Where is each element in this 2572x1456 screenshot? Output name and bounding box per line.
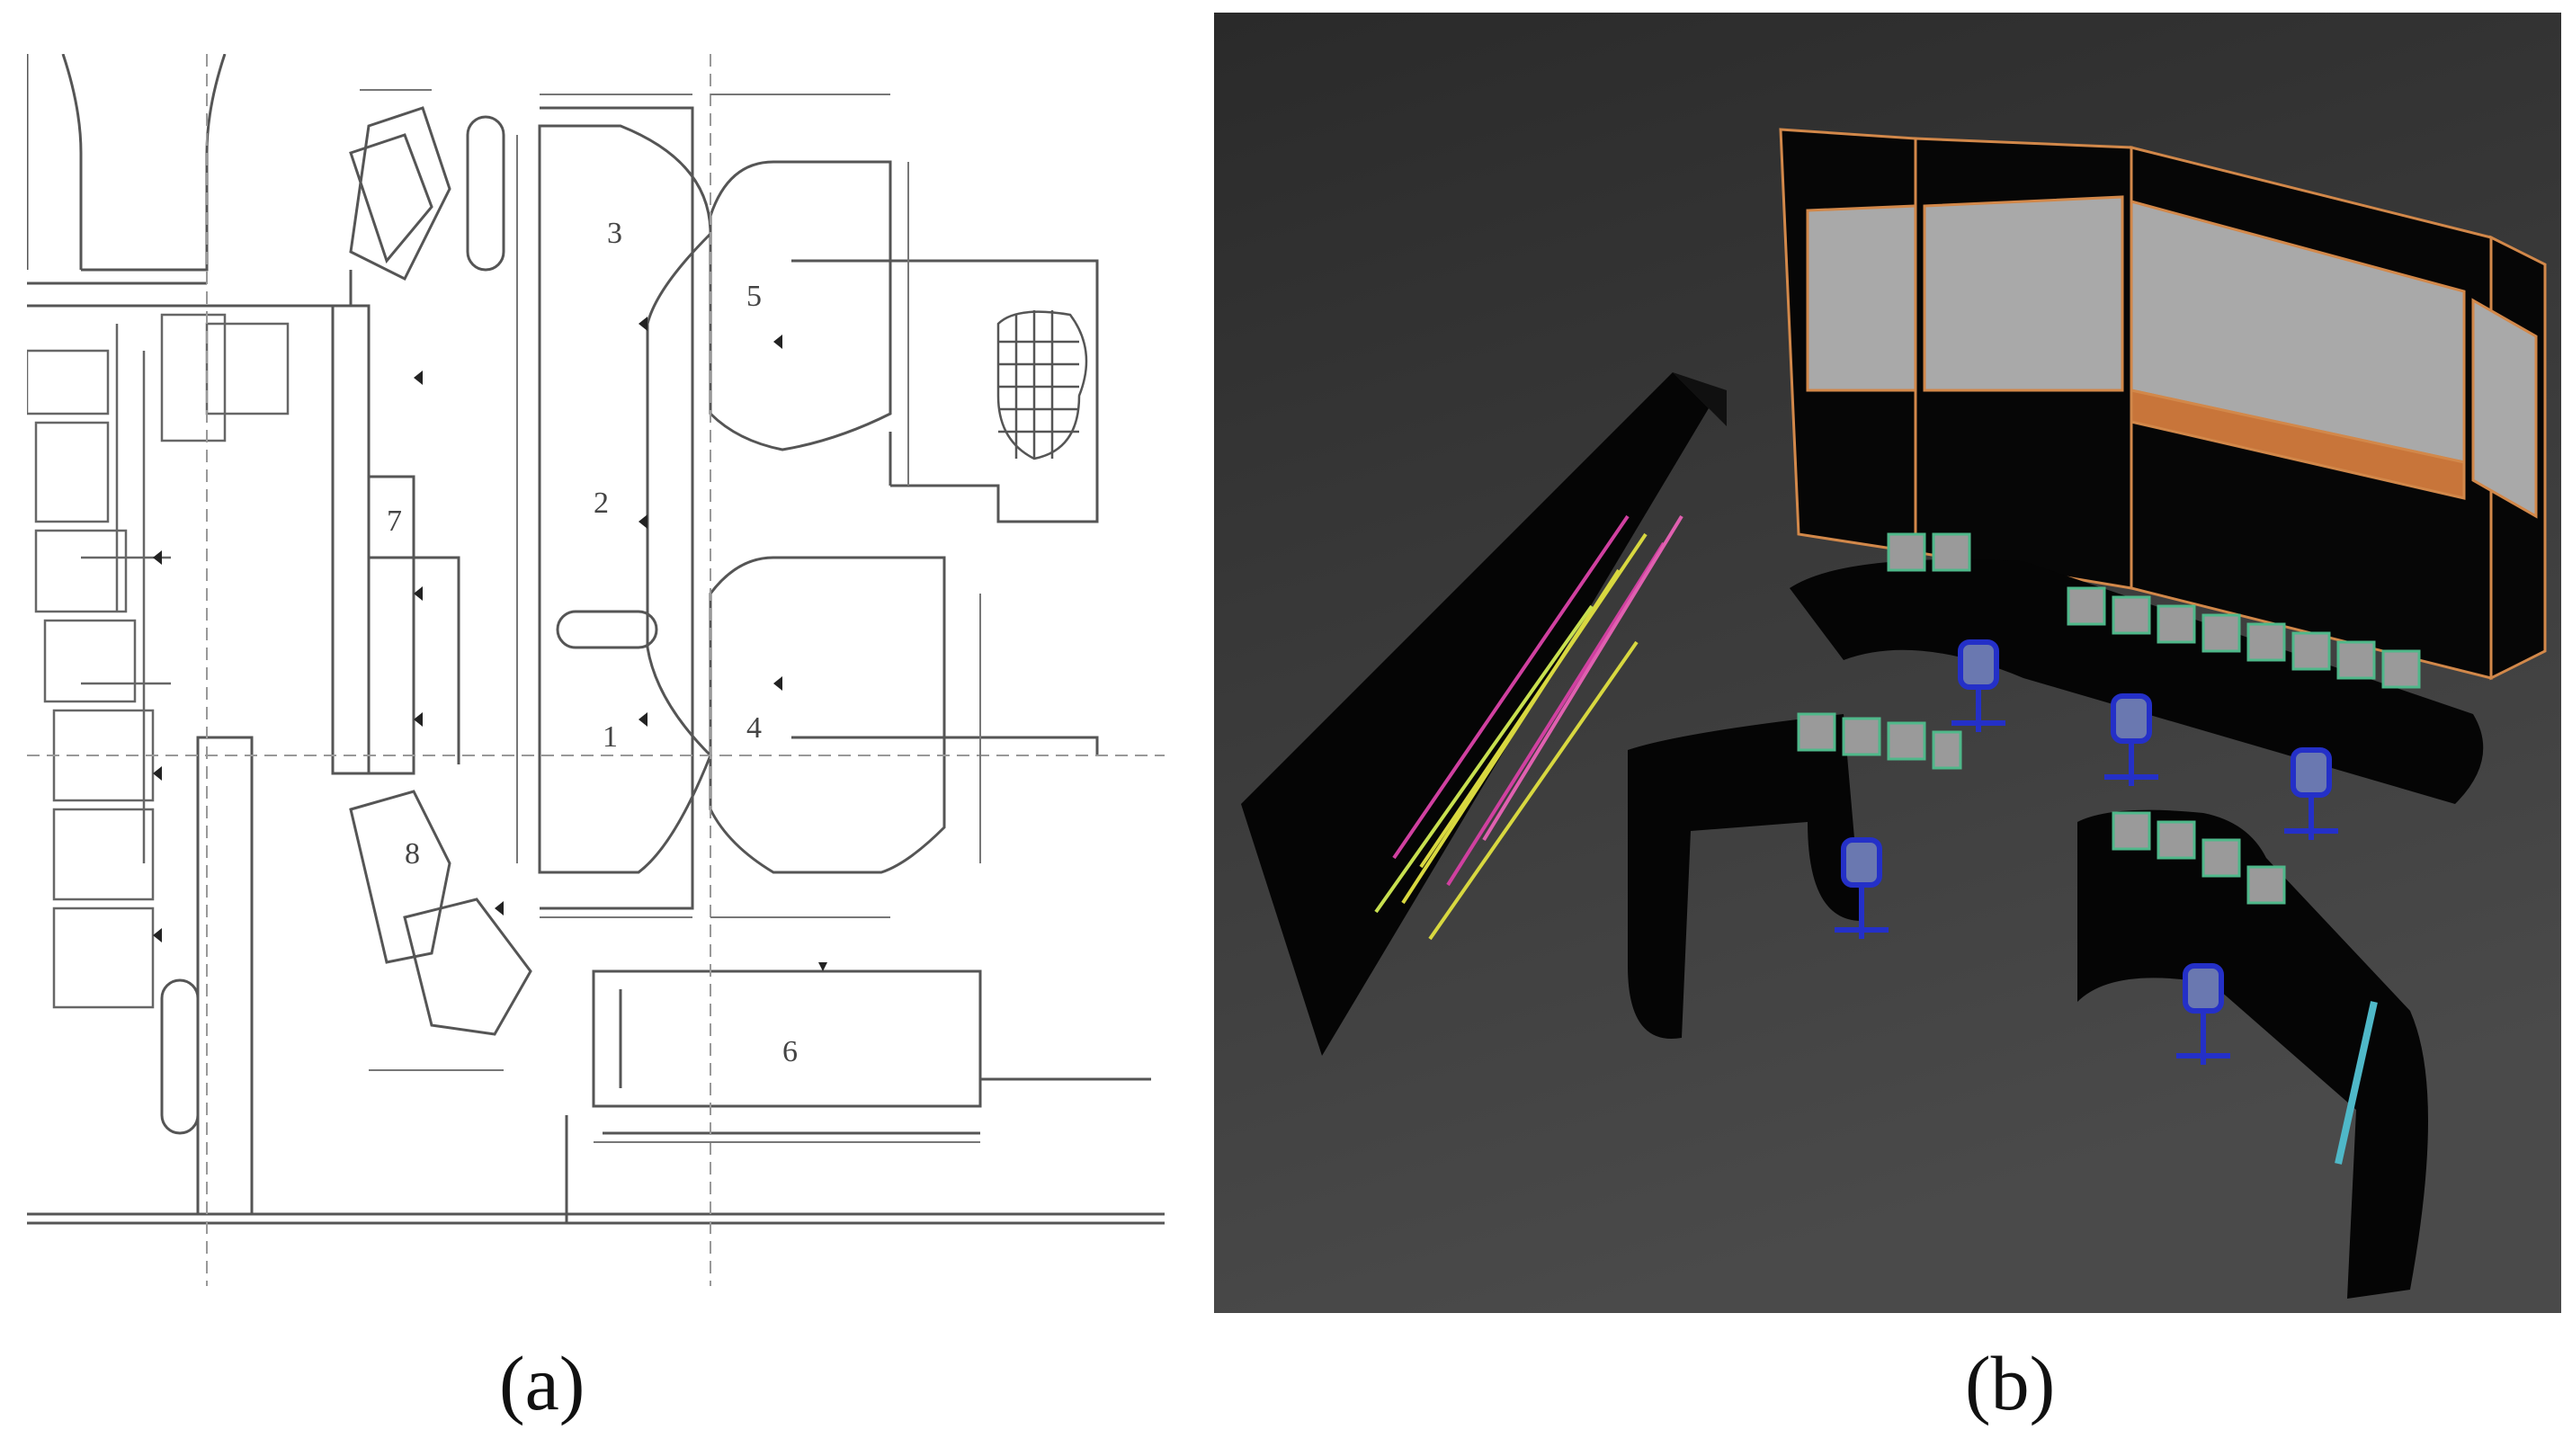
chairs (1835, 639, 2338, 1065)
chair-1 (1951, 639, 2005, 732)
station-8-desk (349, 790, 532, 1036)
zone-number-6: 6 (782, 1035, 798, 1068)
equipment-panel (1241, 372, 1727, 1056)
chair-2 (2104, 693, 2158, 786)
console-right (2077, 809, 2428, 1299)
building-outline-top-left (27, 54, 227, 272)
chair-5 (2176, 963, 2230, 1065)
floor-bottom-wall (27, 1212, 1165, 1225)
zone-number-8: 8 (405, 837, 420, 871)
zone-number-3: 3 (607, 217, 622, 250)
caption-a: (a) (499, 1340, 585, 1426)
zone-number-1: 1 (603, 720, 618, 754)
zone-number-5: 5 (746, 280, 762, 313)
station-123-console (538, 106, 712, 910)
zone-number-4: 4 (746, 711, 762, 745)
console-left (1628, 712, 1962, 1039)
floor-plan-drawing: 3 2 1 5 4 6 7 8 (27, 54, 1165, 1286)
station-7-desk (331, 106, 460, 775)
video-wall (1779, 128, 2547, 681)
chair-3 (2284, 747, 2338, 840)
station-4-console (709, 556, 1099, 874)
grid-cabinet (996, 310, 1088, 460)
zone-number-7: 7 (387, 505, 402, 538)
control-room-3d-render (1214, 13, 2561, 1313)
station-6-table (592, 969, 982, 1108)
station-5-console (709, 160, 1099, 523)
caption-b: (b) (1965, 1340, 2056, 1426)
corridor-column (196, 736, 254, 1214)
console-center (1790, 532, 2484, 804)
chair-4 (1835, 837, 1889, 939)
zone-number-2: 2 (594, 487, 609, 520)
